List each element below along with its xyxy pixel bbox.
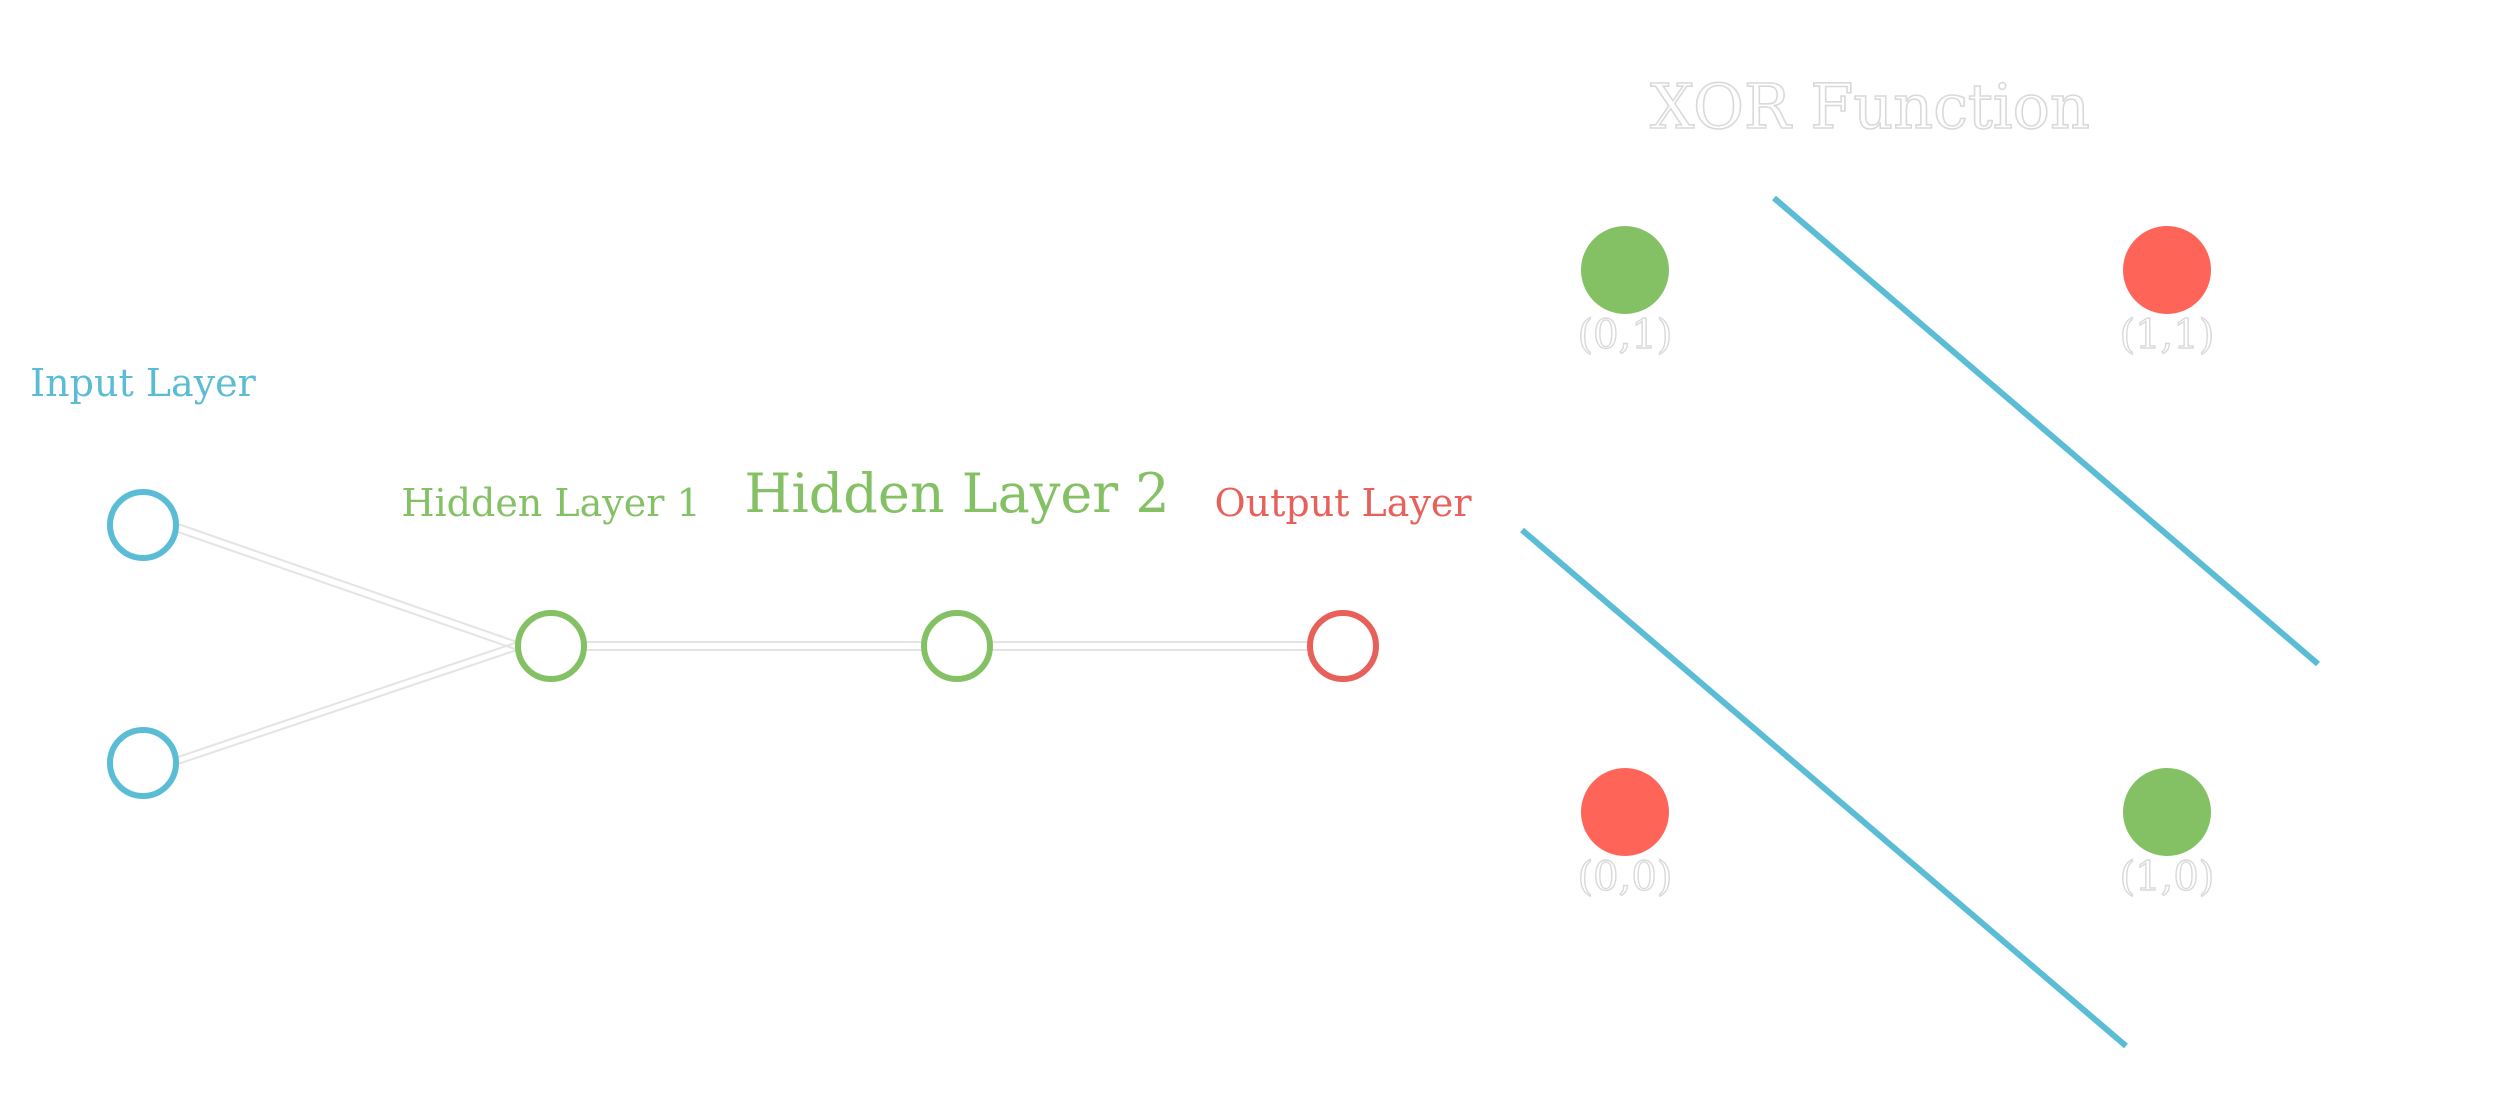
connection-input1-hidden1 — [177, 523, 521, 651]
decision-boundary-upper — [1772, 195, 2320, 667]
input-node-1 — [107, 489, 179, 561]
connection-hidden2-output — [992, 641, 1308, 651]
hidden-layer-2-label: Hidden Layer 2 — [744, 462, 1169, 525]
xor-point-labels: (0,1) (1,1) (0,0) (1,0) — [1577, 311, 2215, 900]
input-node-2 — [107, 727, 179, 799]
xor-point-0-1 — [1581, 226, 1669, 314]
xor-point-1-0 — [2123, 768, 2211, 856]
xor-point-1-1 — [2123, 226, 2211, 314]
hidden-layer-1-node — [515, 610, 587, 682]
connection-hidden1-hidden2 — [586, 641, 922, 651]
xor-point-label-1-0: (1,0) — [2120, 854, 2215, 900]
network-connections — [177, 523, 1308, 765]
connection-input2-hidden1 — [177, 641, 521, 765]
output-layer-label: Output Layer — [1214, 481, 1472, 525]
xor-title: XOR Function — [1650, 70, 2090, 143]
xor-point-0-0 — [1581, 768, 1669, 856]
network-nodes — [107, 489, 1379, 799]
input-layer-label: Input Layer — [30, 361, 256, 405]
xor-point-label-0-1: (0,1) — [1578, 312, 1673, 358]
xor-point-label-1-1: (1,1) — [2120, 312, 2215, 358]
output-node — [1307, 610, 1379, 682]
decision-boundaries — [1520, 195, 2320, 1049]
xor-points — [1581, 226, 2211, 856]
hidden-layer-1-label: Hidden Layer 1 — [401, 481, 700, 525]
hidden-layer-2-node — [921, 610, 993, 682]
xor-point-label-0-0: (0,0) — [1578, 854, 1673, 900]
decision-boundary-lower — [1520, 527, 2128, 1049]
